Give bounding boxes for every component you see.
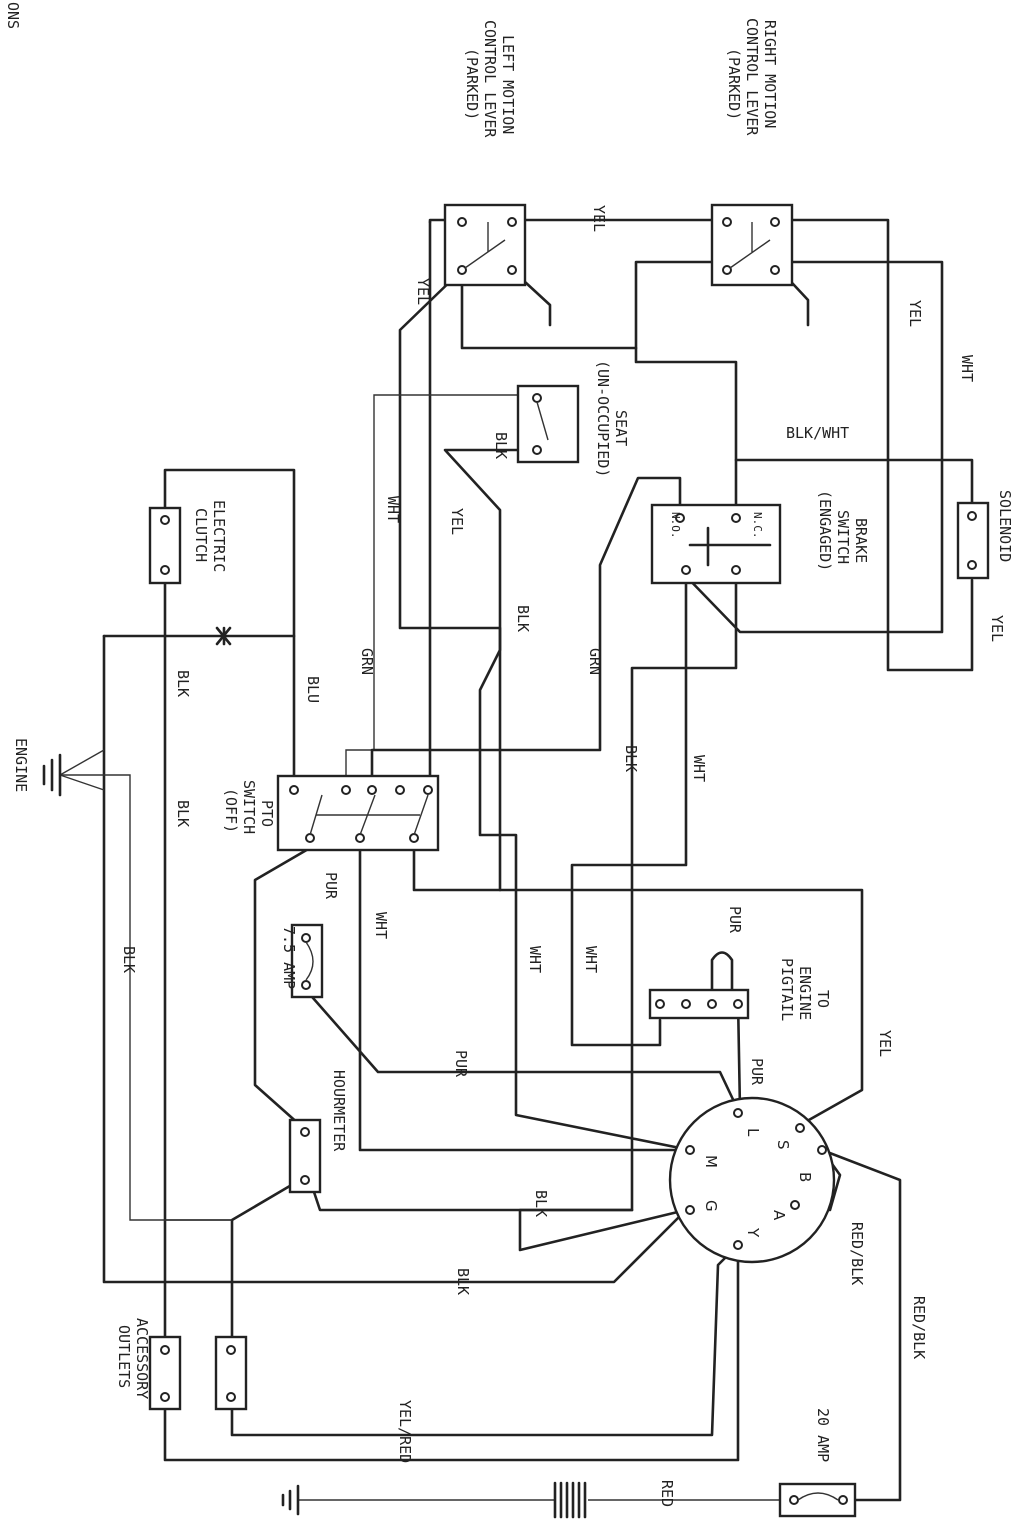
engine-pigtail-connector	[648, 988, 750, 1020]
wire-label: BLK	[622, 745, 640, 772]
left-motion-switch	[443, 203, 527, 287]
right-motion-title-1: RIGHT MOTION	[761, 20, 779, 128]
brake-title-2: SWITCH	[834, 510, 852, 564]
ign-terminal-l: L	[744, 1128, 762, 1137]
wire-label: BLU	[304, 676, 322, 703]
hourmeter	[288, 1118, 322, 1194]
pto-switch	[276, 774, 440, 852]
engine-ground-icon	[42, 753, 62, 797]
wire-label: BLK	[532, 1190, 550, 1217]
wire-label: YEL	[590, 205, 608, 232]
fuse-small-label: 7.5 AMP	[280, 926, 298, 989]
fuse-main-label: 20 AMP	[814, 1408, 832, 1462]
wire-label: PUR	[748, 1058, 766, 1086]
ignition-switch	[668, 1096, 836, 1264]
wire-label: YEL/RED	[396, 1400, 414, 1463]
engine-title: ENGINE	[12, 738, 30, 792]
wire-label: BLK	[174, 800, 192, 827]
wire-label: WHT	[372, 912, 390, 939]
wires	[59, 218, 974, 1502]
fuse-20-amp	[778, 1482, 857, 1518]
ign-terminal-s: S	[774, 1140, 792, 1150]
wire-label: RED	[658, 1480, 676, 1507]
wire-label: YEL	[906, 300, 924, 327]
corner-text: ONS	[4, 2, 22, 29]
solenoid-title: SOLENOID	[996, 490, 1014, 562]
battery-icon	[553, 1481, 587, 1519]
pto-title-1: PTO	[258, 800, 276, 827]
pto-title-3: (OFF)	[222, 788, 240, 833]
brake-nc-label: N.C.	[751, 512, 764, 539]
accessory-outlets	[148, 1335, 248, 1411]
outlets-title-1: ACCESSORY	[133, 1318, 151, 1399]
wire-label: YEL	[448, 508, 466, 535]
clutch-title-2: CLUTCH	[192, 508, 210, 562]
brake-title-1: BRAKE	[852, 518, 870, 563]
right-motion-title-3: (PARKED)	[725, 48, 743, 120]
wire-label: BLK	[492, 432, 510, 459]
seat-switch	[516, 384, 580, 464]
ign-terminal-b: B	[796, 1172, 814, 1182]
wire-label: PUR	[322, 872, 340, 900]
wire-label: PUR	[726, 906, 744, 934]
wire-label: BLK	[120, 946, 138, 973]
left-motion-title-1: LEFT MOTION	[499, 35, 517, 134]
ign-terminal-m: M	[702, 1155, 720, 1168]
pigtail-title-1: TO	[814, 990, 832, 1008]
wire-label: YEL	[414, 278, 432, 305]
pigtail-title-2: ENGINE	[796, 966, 814, 1020]
wire-label: PUR	[452, 1050, 470, 1078]
wire-label: BLK	[514, 605, 532, 632]
ign-terminal-a: A	[770, 1210, 788, 1221]
ign-terminal-g: G	[702, 1200, 720, 1212]
seat-title-2: (UN-OCCUPIED)	[594, 360, 612, 477]
clutch-title-1: ELECTRIC	[210, 500, 228, 572]
outlets-title-2: OUTLETS	[115, 1325, 133, 1388]
brake-no-label: N.O.	[669, 512, 682, 539]
wire-label: WHT	[582, 946, 600, 973]
battery-ground-icon	[281, 1484, 300, 1516]
solenoid	[956, 501, 990, 580]
wire-label: WHT	[526, 946, 544, 973]
wire-label: BLK	[454, 1268, 472, 1295]
pigtail-title-3: PIGTAIL	[778, 958, 796, 1021]
wire-label: RED/BLK	[910, 1296, 928, 1359]
wire-label: YEL	[988, 615, 1006, 642]
wire-label: YEL	[876, 1030, 894, 1057]
pto-title-2: SWITCH	[240, 780, 258, 834]
wire-label: WHT	[690, 755, 708, 782]
wire-label: WHT	[958, 355, 976, 382]
wire-label: BLK	[174, 670, 192, 697]
electric-clutch	[148, 506, 232, 646]
brake-switch	[650, 503, 782, 585]
wire-label: GRN	[586, 648, 604, 675]
labels: ONS LEFT MOTION CONTROL LEVER (PARKED) R…	[4, 2, 1014, 1507]
wire-label: BLK/WHT	[786, 424, 849, 442]
right-motion-title-2: CONTROL LEVER	[743, 18, 761, 136]
seat-title-1: SEAT	[612, 410, 630, 446]
wire-label: RED/BLK	[848, 1222, 866, 1285]
right-motion-switch	[710, 203, 794, 287]
wire-label: GRN	[358, 648, 376, 675]
wire-label: WHT	[384, 496, 402, 523]
ign-terminal-y: Y	[744, 1227, 762, 1238]
brake-title-3: (ENGAGED)	[816, 490, 834, 571]
fuse-7-5-amp	[290, 923, 324, 999]
left-motion-title-2: CONTROL LEVER	[481, 20, 499, 138]
left-motion-title-3: (PARKED)	[463, 48, 481, 120]
hourmeter-title: HOURMETER	[330, 1070, 348, 1152]
